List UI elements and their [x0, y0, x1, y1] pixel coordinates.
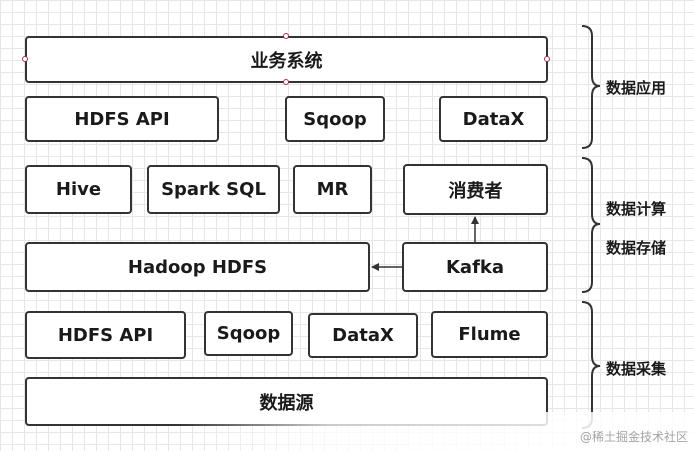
app-sqoop-label: Sqoop: [303, 108, 367, 130]
spark-sql-box[interactable]: Spark SQL: [147, 165, 280, 214]
hive-label: Hive: [55, 179, 102, 200]
brace-data-application: [581, 25, 601, 149]
collect-hdfs-api-label: HDFS API: [57, 324, 154, 346]
label-data-application: 数据应用: [606, 79, 667, 97]
app-datax-label: DataX: [462, 108, 525, 130]
label-data-compute: 数据计算: [606, 200, 667, 218]
app-sqoop-box[interactable]: Sqoop: [285, 96, 385, 142]
hadoop-hdfs-box[interactable]: Hadoop HDFS: [25, 242, 370, 292]
collect-datax-box[interactable]: DataX: [308, 313, 418, 358]
brace-data-compute-storage: [581, 157, 601, 293]
collect-sqoop-box[interactable]: Sqoop: [204, 311, 293, 356]
selection-handle-left[interactable]: [22, 56, 28, 62]
collect-sqoop-label: Sqoop: [216, 323, 281, 344]
collect-hdfs-api-box[interactable]: HDFS API: [25, 311, 186, 359]
business-system-box[interactable]: 业务系统: [25, 36, 548, 83]
app-hdfs-api-box[interactable]: HDFS API: [25, 96, 219, 142]
watermark-fade: [175, 412, 694, 451]
spark-sql-label: Spark SQL: [161, 179, 266, 200]
hadoop-hdfs-label: Hadoop HDFS: [127, 256, 268, 278]
selection-handle-top[interactable]: [283, 33, 289, 39]
brace-data-collection: [581, 301, 601, 429]
label-data-collection: 数据采集: [606, 360, 667, 378]
consumer-label: 消费者: [448, 180, 503, 202]
app-datax-box[interactable]: DataX: [439, 96, 548, 142]
flume-label: Flume: [458, 324, 521, 345]
business-system-label: 业务系统: [250, 50, 323, 72]
watermark-text: @稀土掘金技术社区: [579, 430, 688, 444]
kafka-label: Kafka: [445, 256, 505, 278]
selection-handle-right[interactable]: [544, 56, 550, 62]
data-source-label: 数据源: [259, 392, 314, 414]
consumer-box[interactable]: 消费者: [403, 164, 548, 215]
app-hdfs-api-label: HDFS API: [74, 108, 170, 130]
selection-handle-bottom[interactable]: [283, 79, 289, 85]
mr-box[interactable]: MR: [293, 165, 372, 214]
hive-box[interactable]: Hive: [25, 165, 132, 214]
collect-datax-label: DataX: [332, 325, 394, 346]
kafka-box[interactable]: Kafka: [402, 242, 548, 292]
mr-label: MR: [316, 179, 349, 200]
label-data-storage: 数据存储: [606, 239, 667, 257]
flume-box[interactable]: Flume: [431, 311, 548, 358]
